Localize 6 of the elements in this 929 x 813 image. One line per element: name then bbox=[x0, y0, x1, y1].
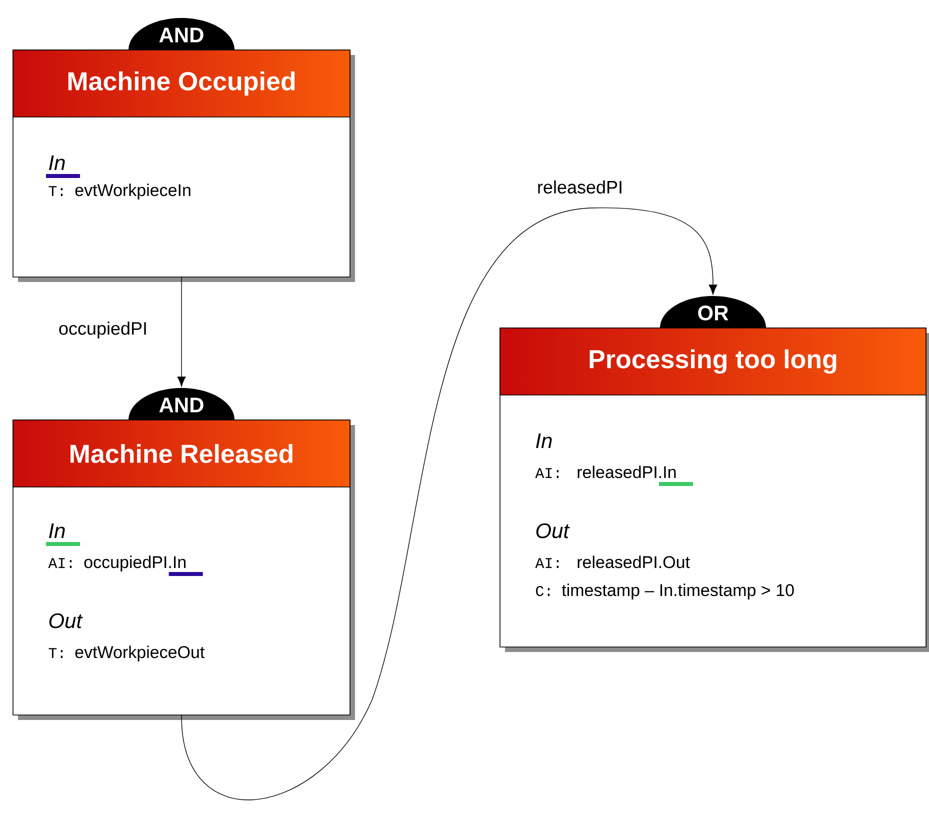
badge: OR bbox=[660, 296, 766, 328]
badge: AND bbox=[128, 388, 234, 420]
arrow bbox=[177, 277, 186, 387]
badge: AND bbox=[128, 18, 234, 50]
edge-label: occupiedPI bbox=[59, 322, 146, 338]
edge-label: releasedPI bbox=[538, 180, 622, 194]
